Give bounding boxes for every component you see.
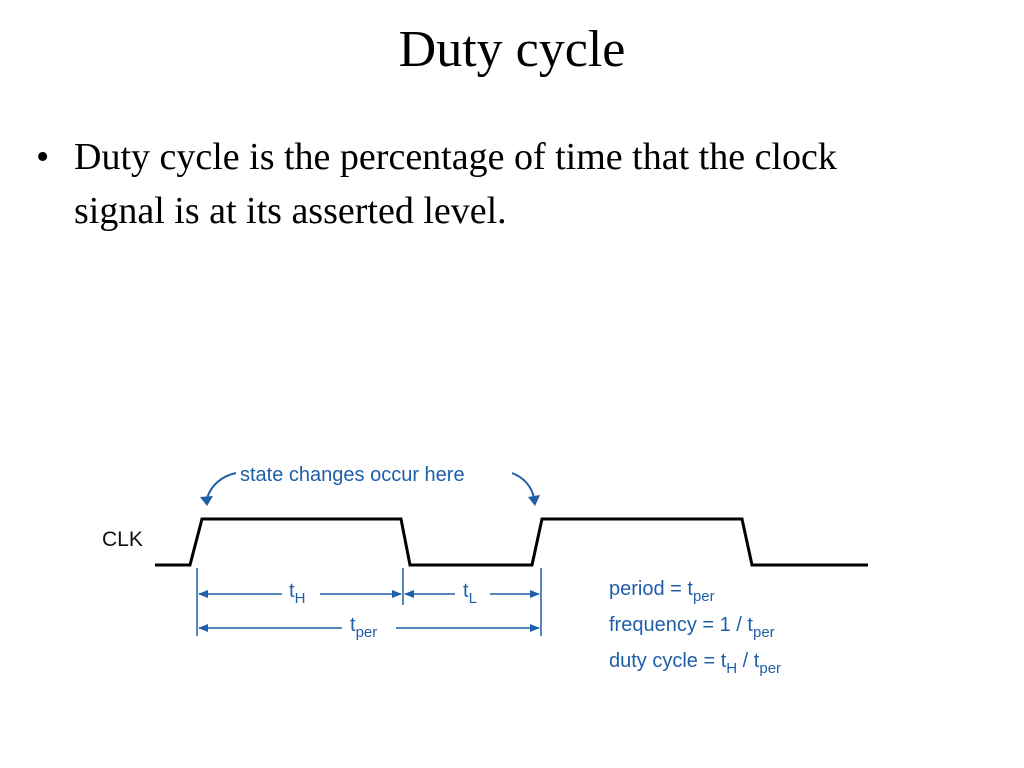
t-high-symbol: t [289, 580, 295, 602]
duty-prefix: duty cycle = t [609, 650, 727, 672]
duty-subscript-h: H [726, 660, 737, 677]
annotation-arrow-left-head [200, 496, 213, 506]
clock-waveform [155, 517, 868, 567]
bullet-mark: • [36, 136, 50, 178]
t-high-label: tH [289, 580, 305, 607]
annotation-arrow-right [511, 472, 535, 499]
t-high-subscript: H [295, 590, 306, 607]
period-formula: period = tper [609, 578, 715, 605]
t-per-subscript: per [356, 624, 378, 641]
duty-cycle-formula: duty cycle = tH / tper [609, 650, 781, 677]
t-per-symbol: t [350, 614, 356, 636]
frequency-subscript: per [753, 624, 775, 641]
t-per-label: tper [350, 614, 377, 641]
t-low-symbol: t [463, 580, 469, 602]
frequency-prefix: frequency = 1 / t [609, 614, 753, 636]
state-change-annotation: state changes occur here [240, 464, 465, 486]
period-subscript: per [693, 588, 715, 605]
clk-label: CLK [102, 528, 143, 551]
t-low-label: tL [463, 580, 477, 607]
slide-title: Duty cycle [398, 21, 626, 78]
duty-subscript-per: per [759, 660, 781, 677]
duty-mid: / t [737, 650, 760, 672]
frequency-formula: frequency = 1 / tper [609, 614, 775, 641]
bullet-text: Duty cycle is the percentage of time tha… [74, 136, 837, 232]
period-prefix: period = t [609, 578, 693, 600]
annotation-arrow-right-head [528, 495, 540, 506]
t-low-subscript: L [469, 590, 477, 607]
annotation-arrow-left [206, 472, 237, 499]
